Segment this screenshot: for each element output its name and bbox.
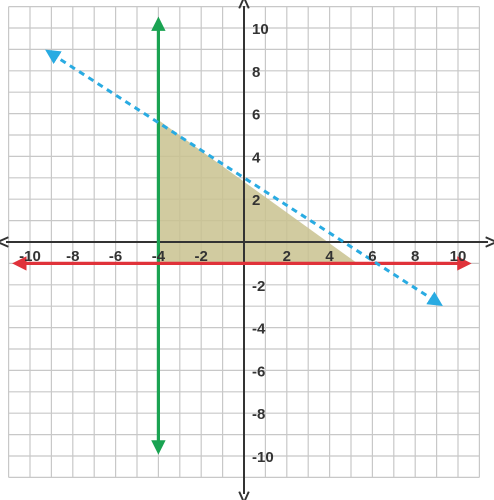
x-tick-label: 4 <box>325 248 334 265</box>
x-tick-label: -10 <box>19 248 41 265</box>
x-tick-label: 10 <box>450 248 467 265</box>
y-tick-label: -4 <box>252 321 266 338</box>
x-tick-label: 2 <box>283 248 291 265</box>
y-tick-label: 6 <box>252 107 260 124</box>
x-tick-label: -2 <box>195 248 208 265</box>
y-tick-label: -2 <box>252 278 265 295</box>
y-tick-label: 10 <box>252 21 269 38</box>
x-tick-label: -8 <box>66 248 79 265</box>
x-tick-label: 6 <box>368 248 376 265</box>
y-tick-label: -10 <box>252 449 274 466</box>
x-tick-label: 8 <box>411 248 419 265</box>
y-tick-label: -8 <box>252 406 265 423</box>
y-tick-label: 8 <box>252 64 260 81</box>
tick-labels: -10 -8 -6 -4 -2 2 4 6 8 10 10 8 6 4 2 -2 -4 -6 -8 -10 <box>19 21 466 466</box>
graphed-lines <box>12 16 472 455</box>
x-tick-label: -6 <box>109 248 122 265</box>
x-tick-label: -4 <box>152 248 166 265</box>
y-tick-label: 4 <box>252 149 261 166</box>
y-tick-label: -6 <box>252 363 265 380</box>
y-tick-label: 2 <box>252 192 260 209</box>
